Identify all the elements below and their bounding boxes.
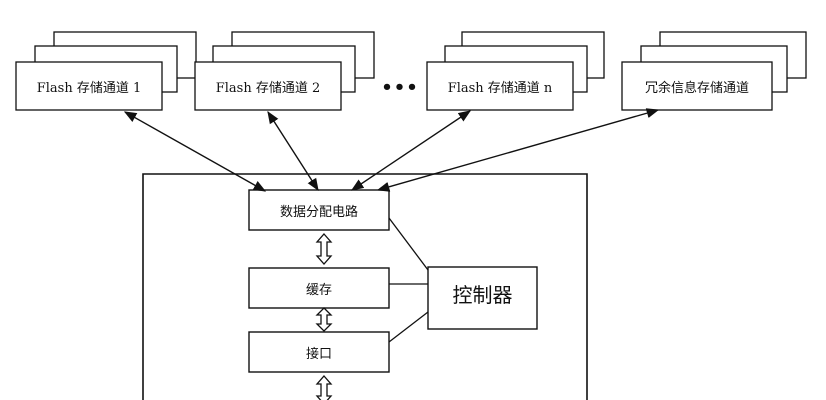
data-distribution-box (248, 189, 390, 231)
channel-2-stack (194, 31, 375, 111)
arrow-channel-1 (123, 111, 267, 192)
vertical-arrow-distribution-cache (315, 233, 333, 265)
channel-1-stack (15, 31, 197, 111)
controller-box (427, 266, 538, 330)
redundant-channel-stack (621, 31, 807, 111)
channel-n-stack (426, 31, 605, 111)
arrow-redundant-channel (376, 108, 660, 192)
vertical-arrow-interface-out (315, 375, 333, 400)
arrow-channel-n (350, 110, 472, 191)
controller-link-interface (388, 311, 429, 343)
cache-box (248, 267, 390, 309)
vertical-arrow-cache-interface (315, 307, 333, 332)
arrow-channel-2 (267, 110, 319, 192)
controller-link-distribution (388, 217, 429, 271)
interface-box (248, 331, 390, 373)
